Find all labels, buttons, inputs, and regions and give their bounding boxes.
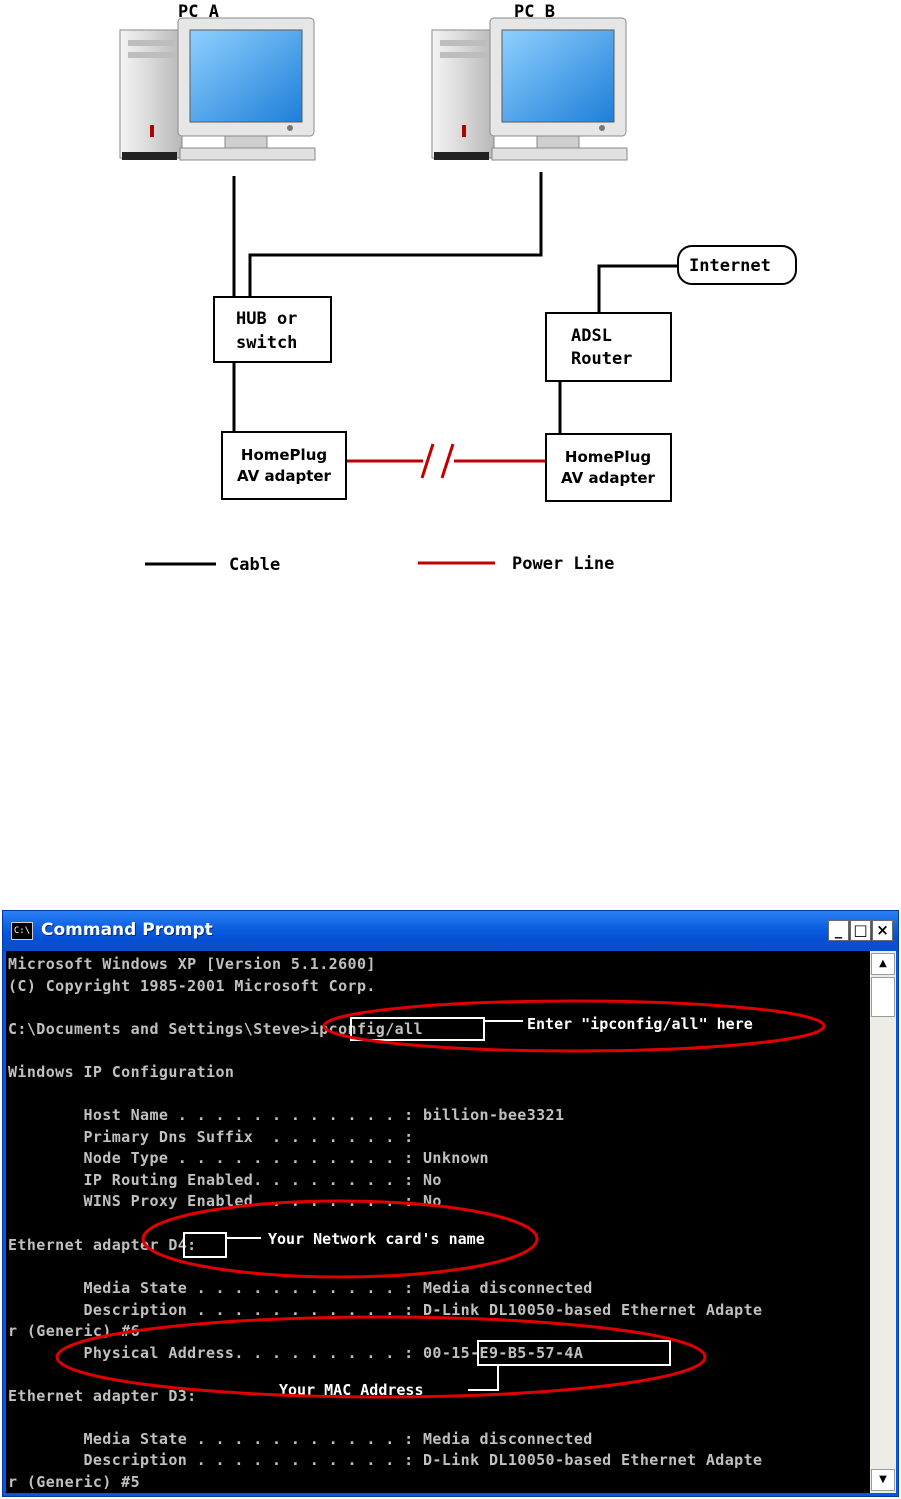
console-line: Description . . . . . . . . . . . : D-Li…: [8, 1301, 763, 1319]
pc-a-label: PC A: [178, 2, 219, 22]
console-line: IP Routing Enabled. . . . . . . . : No: [8, 1171, 442, 1189]
console-line: r (Generic) #6: [8, 1322, 141, 1340]
internet-node: [677, 245, 797, 285]
legend: Cable Power Line: [145, 554, 614, 575]
console-line: Physical Address. . . . . . . . . : 00-1…: [8, 1344, 584, 1362]
homeplug-left-line2: AV adapter: [237, 467, 331, 485]
scroll-down-arrow-icon[interactable]: ▼: [871, 1469, 895, 1491]
maximize-button[interactable]: □: [850, 920, 871, 941]
console-line: Primary Dns Suffix . . . . . . . :: [8, 1128, 414, 1146]
legend-cable-label: Cable: [229, 555, 280, 575]
power-line-connection: [346, 443, 547, 479]
hub-label-line1: HUB or: [236, 309, 297, 329]
console-line: (C) Copyright 1985-2001 Microsoft Corp.: [8, 977, 376, 995]
pc-b-computer-icon: [431, 17, 628, 161]
console-output[interactable]: Microsoft Windows XP [Version 5.1.2600] …: [6, 951, 870, 1493]
cable-lines: [232, 172, 678, 434]
console-line: Node Type . . . . . . . . . . . . : Unkn…: [8, 1149, 489, 1167]
cmd-icon[interactable]: C:\: [11, 922, 33, 940]
homeplug-right-box: [545, 433, 672, 502]
console-line: Media State . . . . . . . . . . . : Medi…: [8, 1279, 593, 1297]
pc-b-label: PC B: [514, 2, 555, 22]
pc-a-computer-icon: [119, 17, 316, 161]
router-label-line2: Router: [571, 349, 632, 369]
console-line: Ethernet adapter D3:: [8, 1387, 197, 1405]
homeplug-right-line2: AV adapter: [561, 469, 655, 487]
adsl-router-box: [545, 312, 672, 382]
console-line: Ethernet adapter D4:: [8, 1236, 197, 1254]
scroll-thumb[interactable]: [871, 977, 895, 1017]
homeplug-left-box: [221, 431, 347, 500]
console-line: WINS Proxy Enabled. . . . . . . . : No: [8, 1192, 442, 1210]
console-line: Description . . . . . . . . . . . : D-Li…: [8, 1451, 763, 1469]
console-line: Host Name . . . . . . . . . . . . : bill…: [8, 1106, 565, 1124]
scroll-up-arrow-icon[interactable]: ▲: [871, 953, 895, 975]
network-diagram: PC A PC B HUB or switch Internet ADSL Ro…: [119, 2, 797, 575]
window-title: Command Prompt: [41, 920, 213, 940]
console-line: Windows IP Configuration: [8, 1063, 235, 1081]
hub-switch-box: [213, 296, 332, 363]
console-line: Media State . . . . . . . . . . . : Medi…: [8, 1430, 593, 1448]
command-prompt-window[interactable]: C:\ Command Prompt _ □ × Microsoft Windo…: [2, 910, 899, 1497]
router-label-line1: ADSL: [571, 326, 612, 346]
hub-label-line2: switch: [236, 333, 297, 353]
close-button[interactable]: ×: [872, 920, 893, 941]
legend-power-label: Power Line: [512, 554, 614, 574]
window-titlebar[interactable]: C:\ Command Prompt _ □ ×: [3, 911, 898, 951]
homeplug-left-line1: HomePlug: [241, 446, 327, 464]
vertical-scrollbar[interactable]: ▲ ▼: [870, 951, 896, 1493]
minimize-button[interactable]: _: [828, 920, 849, 941]
console-line: Microsoft Windows XP [Version 5.1.2600]: [8, 955, 376, 973]
homeplug-right-line1: HomePlug: [565, 448, 651, 466]
internet-label: Internet: [689, 256, 771, 276]
console-line: C:\Documents and Settings\Steve>ipconfig…: [8, 1020, 423, 1038]
console-line: r (Generic) #5: [8, 1473, 141, 1491]
